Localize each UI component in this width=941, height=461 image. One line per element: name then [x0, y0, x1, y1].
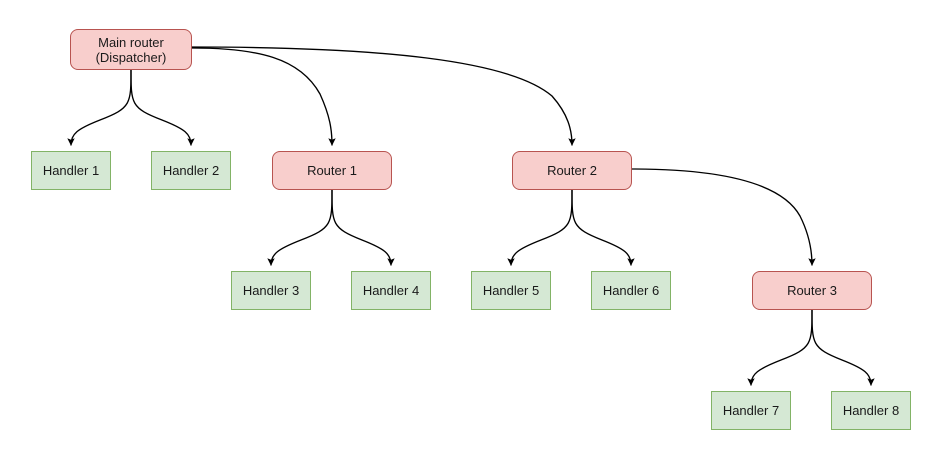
edge-r2-r3: [631, 168, 816, 266]
node-label-main-router: Main router (Dispatcher): [95, 34, 167, 65]
edge-r2-h5: [507, 189, 573, 266]
node-label-router-2: Router 2: [547, 163, 597, 178]
node-label-handler-1: Handler 1: [42, 163, 100, 178]
node-label-handler-7: Handler 7: [722, 403, 780, 418]
edge-r3-h8: [811, 309, 875, 386]
node-handler-3[interactable]: Handler 3: [231, 271, 311, 310]
node-handler-4[interactable]: Handler 4: [351, 271, 431, 310]
edge-main-r1: [191, 47, 336, 146]
edge-r3-h7: [747, 309, 813, 386]
node-label-handler-3: Handler 3: [242, 283, 300, 298]
node-handler-2[interactable]: Handler 2: [151, 151, 231, 190]
node-label-handler-8: Handler 8: [842, 403, 900, 418]
node-router-2[interactable]: Router 2: [512, 151, 632, 190]
edge-main-h2: [130, 69, 195, 146]
node-handler-8[interactable]: Handler 8: [831, 391, 911, 430]
node-handler-5[interactable]: Handler 5: [471, 271, 551, 310]
node-label-handler-4: Handler 4: [362, 283, 420, 298]
node-handler-1[interactable]: Handler 1: [31, 151, 111, 190]
edge-r1-h3: [267, 189, 333, 266]
node-main-router[interactable]: Main router (Dispatcher): [70, 29, 192, 70]
node-label-handler-5: Handler 5: [482, 283, 540, 298]
edge-r2-h6: [571, 189, 635, 266]
edge-main-r2: [191, 46, 576, 146]
node-label-handler-6: Handler 6: [602, 283, 660, 298]
node-router-1[interactable]: Router 1: [272, 151, 392, 190]
node-handler-7[interactable]: Handler 7: [711, 391, 791, 430]
edge-main-h1: [67, 69, 132, 146]
node-router-3[interactable]: Router 3: [752, 271, 872, 310]
node-label-handler-2: Handler 2: [162, 163, 220, 178]
edge-r1-h4: [331, 189, 395, 266]
node-handler-6[interactable]: Handler 6: [591, 271, 671, 310]
node-label-router-1: Router 1: [307, 163, 357, 178]
node-label-router-3: Router 3: [787, 283, 837, 298]
